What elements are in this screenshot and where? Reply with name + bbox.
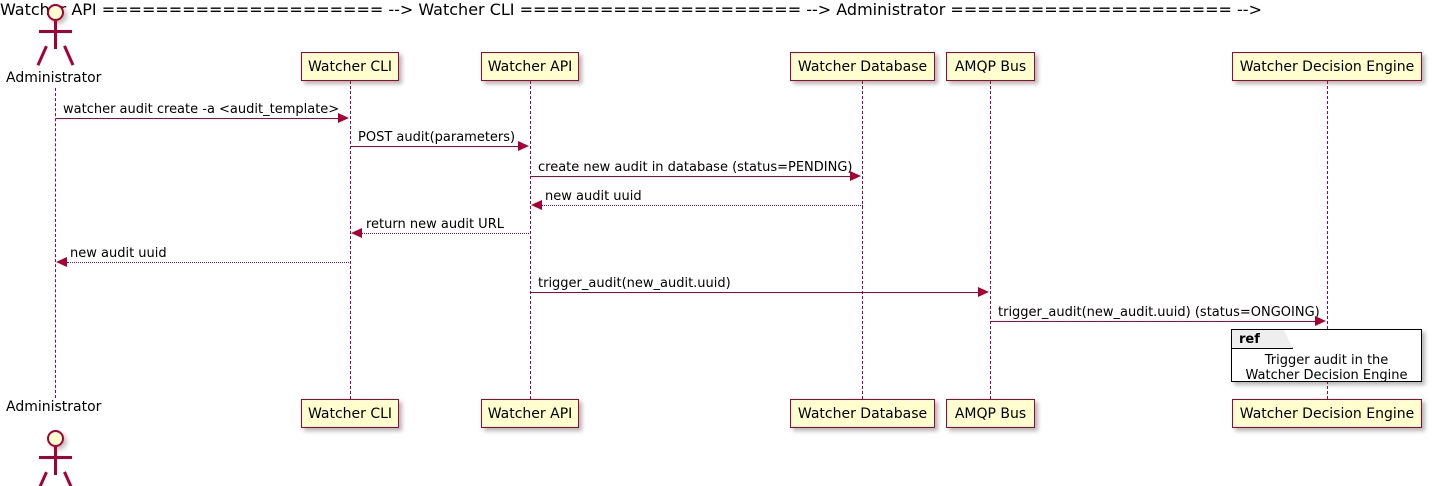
actor-arms-icon [39, 30, 72, 33]
participant-watcher-database-top[interactable]: Watcher Database [790, 52, 935, 81]
actor-body-icon [54, 447, 57, 475]
participant-watcher-cli-top[interactable]: Watcher CLI [301, 52, 399, 81]
actor-leg-left-icon [37, 471, 48, 486]
message-label-0: watcher audit create -a <audit_template> [63, 102, 340, 117]
message-arrowhead-2 [850, 171, 861, 181]
message-arrowhead-5 [56, 257, 67, 267]
ref-fragment-line-1: Trigger audit in the [1264, 353, 1389, 368]
message-label-3: new audit uuid [545, 189, 642, 204]
message-label-4: return new audit URL [366, 217, 504, 232]
actor-leg-left-icon [36, 45, 48, 66]
message-line-3 [542, 205, 863, 206]
message-arrowhead-4 [351, 228, 362, 238]
actor-body-icon [54, 21, 57, 49]
message-line-5 [67, 262, 351, 263]
lifeline-administrator [55, 88, 56, 398]
actor-administrator-top: Administrator [0, 0, 120, 90]
message-label-1: POST audit(parameters) [358, 130, 516, 145]
participant-amqp-bus-bottom[interactable]: AMQP Bus [946, 399, 1035, 428]
actor-label-bottom: Administrator [6, 399, 102, 415]
lifeline-amqp-bus [990, 81, 991, 399]
actor-head-icon [47, 4, 64, 21]
participant-watcher-database-bottom[interactable]: Watcher Database [790, 399, 935, 428]
message-line-2 [531, 176, 852, 177]
message-arrowhead-6 [978, 287, 989, 297]
lifeline-watcher-decision-engine [1327, 81, 1328, 399]
ref-fragment-tag: ref [1232, 330, 1293, 349]
participant-watcher-api-top[interactable]: Watcher API [481, 52, 579, 81]
message-line-4 [362, 233, 531, 234]
actor-leg-right-icon [63, 471, 74, 486]
ref-fragment-line-2: Watcher Decision Engine [1245, 368, 1408, 383]
actor-head-icon [47, 430, 64, 447]
participant-amqp-bus-top[interactable]: AMQP Bus [946, 52, 1035, 81]
actor-arms-icon [39, 456, 72, 459]
message-arrowhead-7 [1315, 316, 1326, 326]
message-line-7 [991, 321, 1317, 322]
actor-administrator-bottom: Administrator [0, 398, 120, 486]
message-line-0 [56, 118, 340, 119]
message-line-1 [351, 146, 520, 147]
lifeline-watcher-api [530, 81, 531, 399]
lifeline-watcher-cli [350, 81, 351, 399]
message-arrowhead-1 [518, 141, 529, 151]
ref-fragment: ref Trigger audit in the Watcher Decisio… [1231, 329, 1422, 383]
message-label-6: trigger_audit(new_audit.uuid) [538, 276, 731, 291]
actor-label-top: Administrator [6, 70, 102, 86]
message-arrowhead-3 [531, 200, 542, 210]
message-arrowhead-0 [338, 113, 349, 123]
participant-watcher-decision-engine-bottom[interactable]: Watcher Decision Engine [1232, 399, 1422, 428]
message-label-2: create new audit in database (status=PEN… [538, 160, 853, 175]
lifeline-watcher-database [862, 81, 863, 399]
actor-leg-right-icon [63, 45, 74, 66]
participant-watcher-decision-engine-top[interactable]: Watcher Decision Engine [1232, 52, 1422, 81]
message-label-5: new audit uuid [70, 246, 167, 261]
participant-watcher-cli-bottom[interactable]: Watcher CLI [301, 399, 399, 428]
message-line-6 [531, 292, 980, 293]
message-label-7: trigger_audit(new_audit.uuid) (status=ON… [998, 305, 1320, 320]
participant-watcher-api-bottom[interactable]: Watcher API [481, 399, 579, 428]
